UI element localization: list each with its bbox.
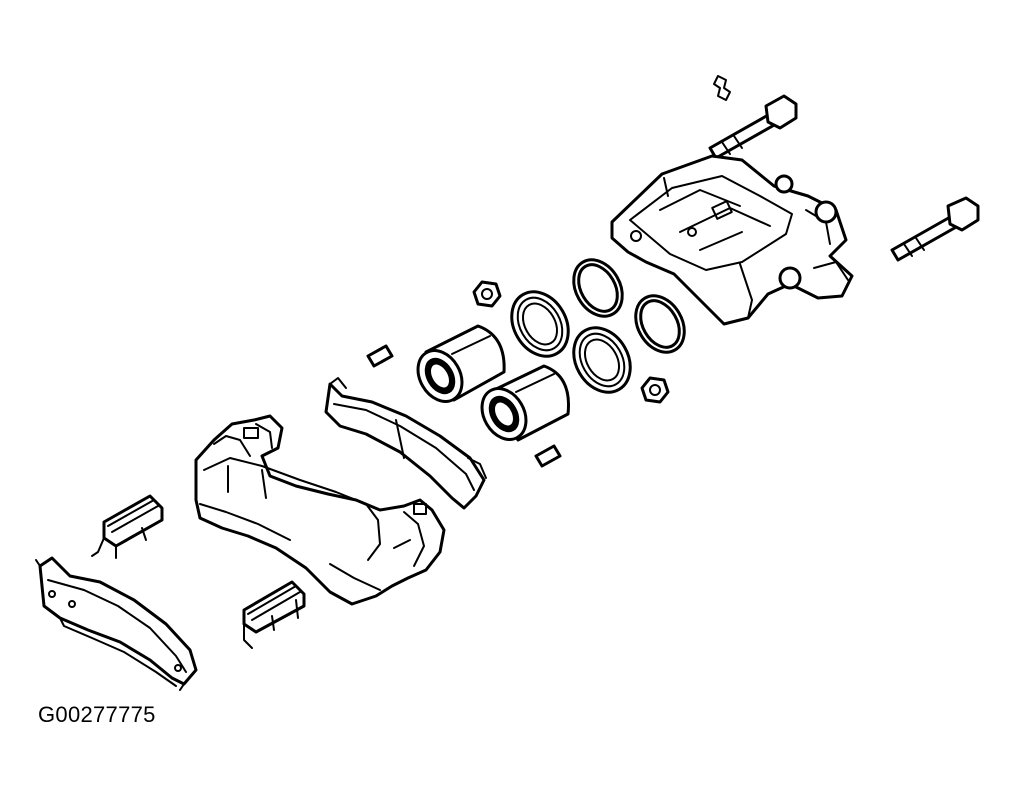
figure-id-label: G00277775 [38,702,156,727]
lower-guide-bolt-icon [890,196,980,262]
piston-seal-icon [572,258,686,354]
upper-guide-bolt-icon [708,94,798,160]
inboard-brake-pad-icon [324,377,487,510]
pad-retainer-clip-icon [242,580,306,649]
outboard-brake-pad-icon [35,556,198,691]
bleeder-clip-icon [713,75,731,101]
caliper-mounting-bracket-icon [194,414,446,606]
caliper-housing-icon [610,154,854,326]
pad-retainer-clip-icon [91,494,164,559]
bleeder-screw-icon [472,280,670,404]
caliper-pin-icon [366,344,562,468]
piston-icon [416,324,570,442]
dust-boot-icon [510,290,632,394]
